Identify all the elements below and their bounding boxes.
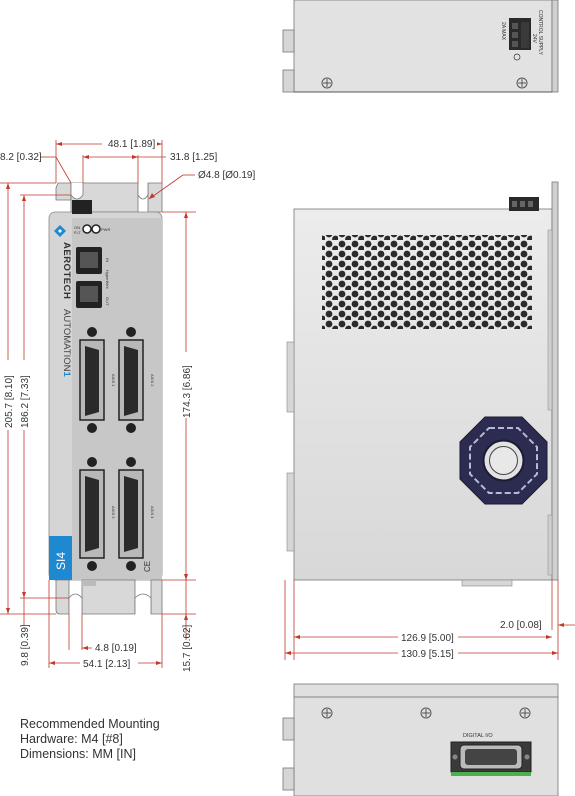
dim-width-48-1: 48.1 [1.89] [108, 139, 155, 150]
side-top-connector [509, 197, 539, 211]
dimension-labels: 48.1 [1.89] 31.8 [1.25] 8.2 [0.32] Ø4.8 … [0, 137, 542, 672]
note-line-3: Dimensions: MM [IN] [20, 747, 136, 761]
bottom-view: DIGITAL I/O [282, 683, 559, 796]
dim-hole-dia: Ø4.8 [Ø0.19] [198, 170, 255, 181]
dim-side-2-0: 2.0 [0.08] [500, 620, 542, 631]
product-number: 1 [61, 371, 72, 377]
status-led [82, 224, 92, 234]
flt-label: FLT [74, 230, 81, 235]
side-view [286, 181, 559, 587]
model-label: SI4 [54, 552, 68, 570]
v0-label: 0V [525, 40, 531, 47]
dim-height-174-3: 174.3 [6.86] [182, 365, 193, 418]
control-supply-label: CONTROL SUPPLY [537, 10, 543, 56]
screw-icon [519, 707, 531, 719]
dim-width-31-8: 31.8 [1.25] [170, 152, 217, 163]
axis2-connector: AXIS 2 [118, 327, 155, 433]
screw-icon [321, 77, 333, 89]
ce-mark: CE [143, 561, 152, 572]
axis2-label: AXIS 2 [150, 374, 155, 387]
product-label: AUTOMATION1 [61, 309, 72, 377]
aerotech-logo-icon [54, 225, 66, 237]
axis1-label: AXIS 1 [111, 374, 116, 387]
screw-icon [516, 77, 528, 89]
fan-icon [459, 416, 548, 505]
ground-icon [513, 53, 521, 61]
screw-icon [321, 707, 333, 719]
din-clip [72, 200, 92, 214]
in-label: IN [105, 258, 110, 262]
digital-io-connector [450, 741, 532, 776]
note-line-2: Hardware: M4 [#8] [20, 732, 123, 746]
note-line-1: Recommended Mounting [20, 717, 160, 731]
hyperwire-port-out [76, 281, 102, 308]
mounting-note: Recommended Mounting Hardware: M4 [#8] D… [20, 717, 160, 762]
axis4-connector: AXIS 4 [118, 457, 155, 571]
dim-slot-4-8: 4.8 [0.19] [95, 643, 137, 654]
v24-label: 24V [531, 34, 537, 44]
on-label: ON [74, 225, 80, 230]
dim-left-8-2: 8.2 [0.32] [0, 152, 42, 163]
dim-height-205-7: 205.7 [8.10] [4, 375, 15, 428]
amax-label: 2A MAX [500, 22, 506, 41]
power-led [91, 224, 101, 234]
dimension-arrows [6, 142, 564, 665]
axis3-label: AXIS 3 [111, 506, 116, 519]
model-strip [49, 536, 72, 580]
brand-label: AEROTECH [61, 242, 72, 299]
dim-height-186-2: 186.2 [7.33] [20, 375, 31, 428]
dim-depth-130-9: 130.9 [5.15] [401, 649, 454, 660]
dim-depth-126-9: 126.9 [5.00] [401, 633, 454, 644]
top-view: CONTROL SUPPLY 24V 0V 2A MAX [282, 0, 559, 93]
vent-grille [322, 235, 532, 329]
screw-icon [420, 707, 432, 719]
digital-io-label: DIGITAL I/O [463, 733, 493, 739]
dim-bottom-15-7: 15.7 [0.62] [182, 625, 193, 672]
dim-width-54-1: 54.1 [2.13] [83, 659, 130, 670]
axis4-label: AXIS 4 [150, 506, 155, 519]
front-view: SI4 AEROTECH AUTOMATION1 ON FLT PWR IN H… [48, 182, 163, 615]
hyperwire-port-in [76, 247, 102, 274]
dim-bottom-9-8: 9.8 [0.39] [20, 624, 31, 666]
axis3-connector: AXIS 3 [79, 457, 116, 571]
out-label: OUT [105, 297, 110, 306]
control-supply-connector [509, 18, 531, 50]
pwr-label: PWR [101, 227, 110, 232]
axis1-connector: AXIS 1 [79, 327, 116, 433]
hyperwire-label: HyperWire [105, 270, 110, 290]
